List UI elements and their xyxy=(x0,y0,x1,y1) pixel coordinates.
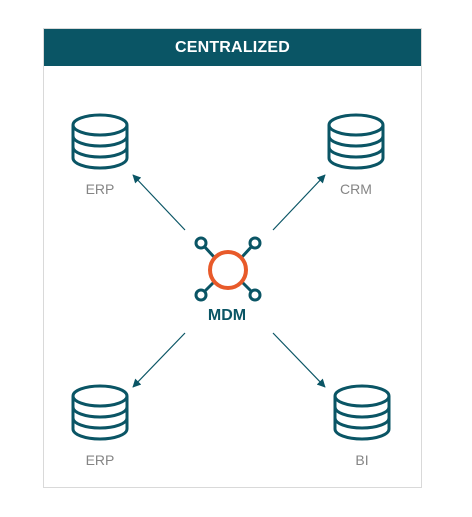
hub-label: MDM xyxy=(207,307,247,324)
centralized-panel: CENTRALIZED xyxy=(43,28,422,488)
database-icon xyxy=(71,384,129,441)
database-icon xyxy=(71,113,129,170)
arrow-to-erp-bottom xyxy=(132,332,186,388)
mdm-hub-icon xyxy=(194,236,262,302)
system-label-crm: CRM xyxy=(340,181,372,197)
system-label-bi: BI xyxy=(355,452,369,468)
arrow-to-crm xyxy=(272,174,326,231)
system-label-erp-top: ERP xyxy=(85,181,115,197)
database-icon xyxy=(327,113,385,170)
system-label-erp-bottom: ERP xyxy=(85,452,115,468)
database-icon xyxy=(333,384,391,441)
panel-title: CENTRALIZED xyxy=(44,29,421,66)
arrow-to-erp-top xyxy=(132,174,186,231)
arrow-to-bi xyxy=(272,332,326,388)
